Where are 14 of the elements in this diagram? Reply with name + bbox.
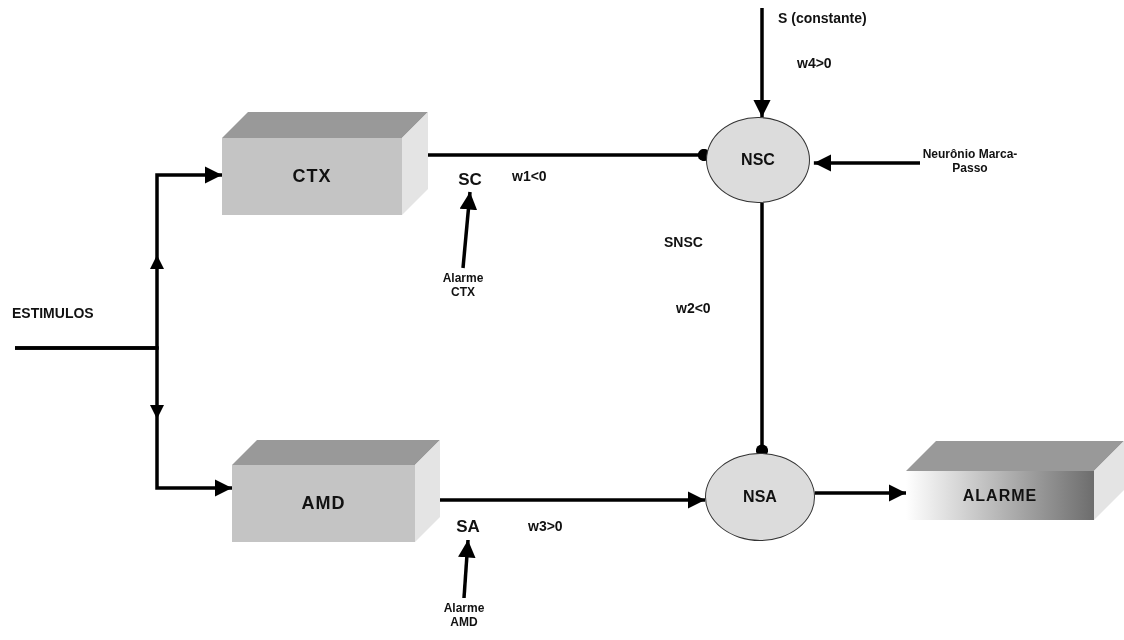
node-label: Alarme AMD xyxy=(432,598,496,634)
weight-label: w4>0 xyxy=(797,55,832,71)
node-label: Alarme CTX xyxy=(432,268,494,304)
node-label: SA xyxy=(448,514,488,540)
weight-label: w1<0 xyxy=(512,168,547,184)
weight-label: S (constante) xyxy=(778,10,867,26)
neuron-ellipse: NSC xyxy=(706,117,810,203)
neuron-ellipse: NSA xyxy=(705,453,815,541)
weight-label: w3>0 xyxy=(528,518,563,534)
weight-label: w2<0 xyxy=(676,300,711,316)
weight-label: SNSC xyxy=(664,234,703,250)
node-label: SC xyxy=(450,168,490,192)
weight-label: ESTIMULOS xyxy=(12,305,94,321)
node-label: Neurônio Marca-Passo xyxy=(920,144,1020,180)
